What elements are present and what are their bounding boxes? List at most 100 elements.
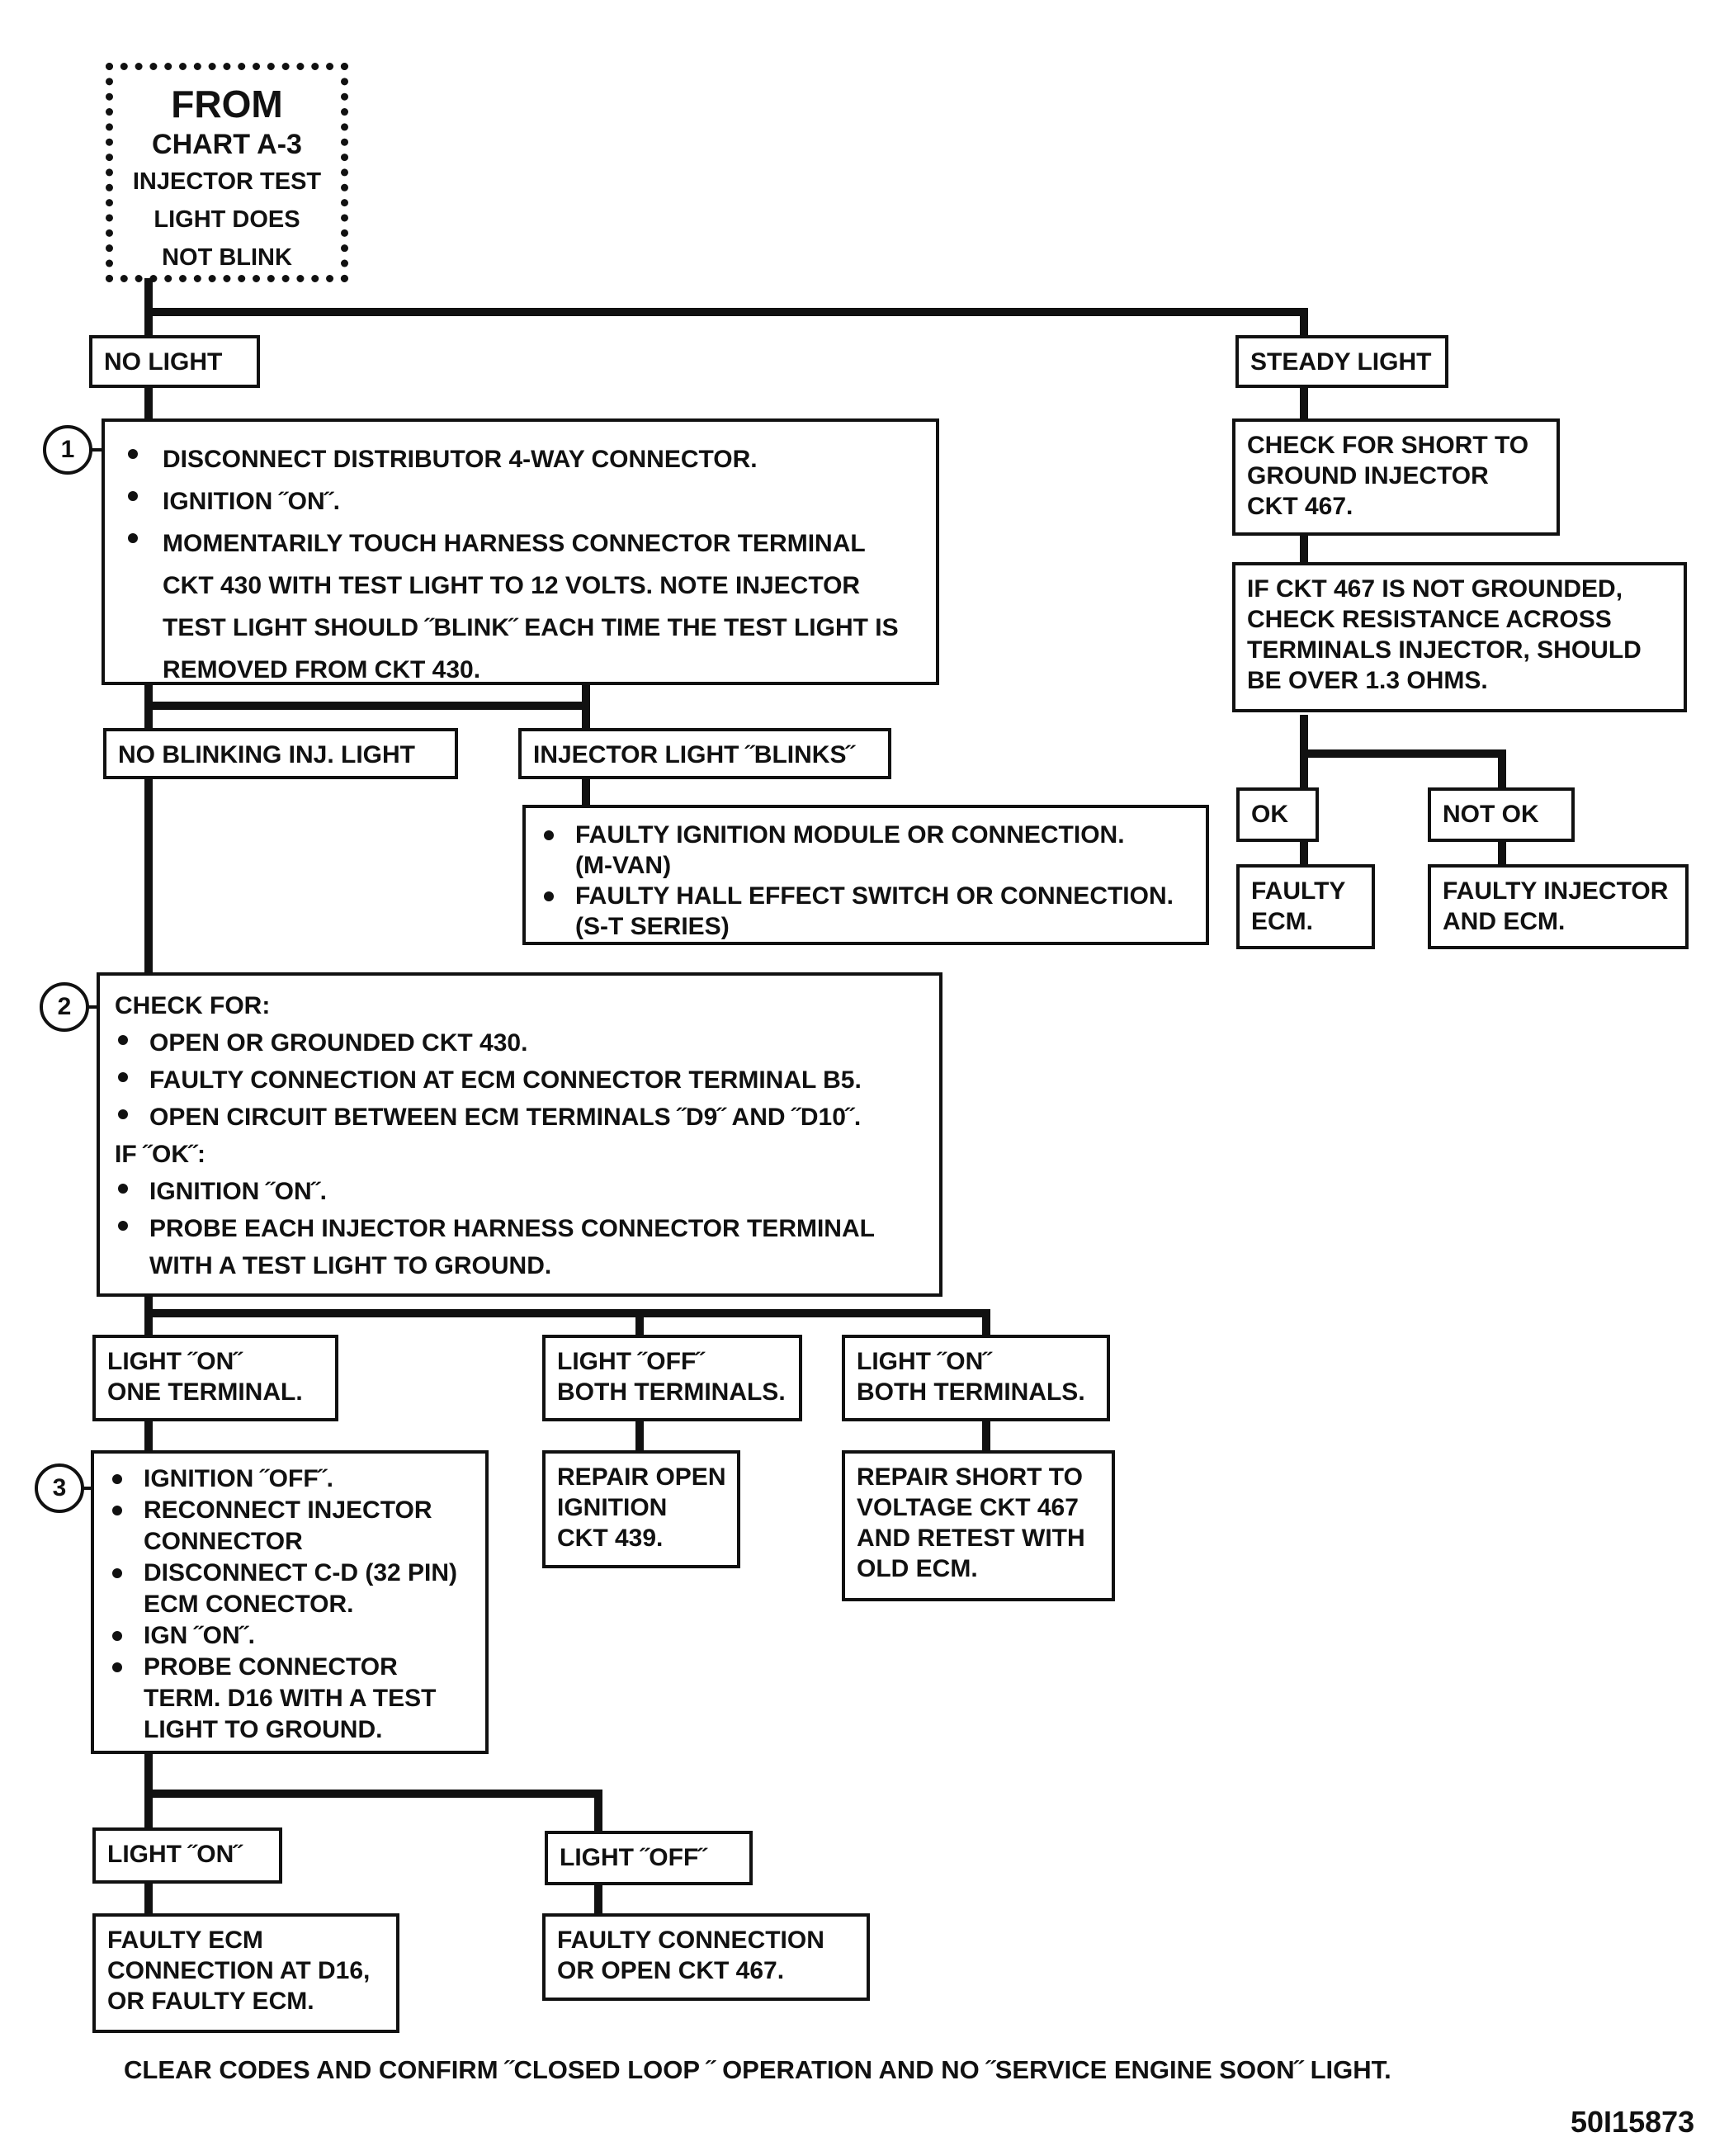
connector-ok-to-result: [1300, 842, 1308, 867]
step1-cont-1: CKT 430 WITH TEST LIGHT TO 12 VOLTS. NOT…: [163, 572, 861, 599]
not-ok-label: NOT OK: [1443, 801, 1539, 828]
check-resistance-line-1: IF CKT 467 IS NOT GROUNDED,: [1247, 575, 1623, 603]
connector-blinks-to-outcome: [582, 779, 590, 807]
light-on-both-line-1: LIGHT ˝ON˝: [857, 1348, 992, 1375]
connector-ok-split: [1300, 749, 1506, 758]
repair-open-line-3: CKT 439.: [557, 1525, 664, 1552]
check-short-line-3: CKT 467.: [1247, 493, 1353, 520]
connector-right-down: [1300, 308, 1308, 339]
step3-box: IGNITION ˝OFF˝. RECONNECT INJECTOR CONNE…: [91, 1450, 489, 1754]
step3-item-1-text: IGNITION ˝OFF˝.: [144, 1465, 333, 1492]
step1-marker: 1: [43, 425, 92, 475]
faulty-ecm-line-1: FAULTY: [1251, 877, 1346, 905]
faulty-ecm-connection-line-2: CONNECTION AT D16,: [107, 1957, 371, 1984]
connector-step1-split: [144, 702, 590, 710]
step3-marker-tail: [83, 1487, 96, 1490]
connector-onboth-down: [982, 1309, 990, 1337]
faulty-ecm-box: FAULTY ECM.: [1236, 864, 1375, 949]
repair-short-line-4: OLD ECM.: [857, 1555, 978, 1582]
step3-item-1: IGNITION ˝OFF˝.: [106, 1463, 474, 1495]
no-blinking-label: NO BLINKING INJ. LIGHT: [118, 741, 415, 768]
repair-open-line-1: REPAIR OPEN: [557, 1463, 726, 1491]
injector-blinks-label: INJECTOR LIGHT ˝BLINKS˝: [533, 741, 855, 768]
step2-marker: 2: [40, 982, 89, 1032]
step3-item-5-cont-1: TERM. D16 WITH A TEST: [144, 1685, 437, 1712]
start-line-3: INJECTOR TEST: [132, 168, 322, 195]
light-on-both-box: LIGHT ˝ON˝ BOTH TERMINALS.: [842, 1335, 1110, 1421]
connector-top-horizontal: [144, 308, 1308, 316]
blinks-outcome-1-text: FAULTY IGNITION MODULE OR CONNECTION.: [575, 821, 1125, 849]
faulty-injector-line-1: FAULTY INJECTOR: [1443, 877, 1669, 905]
connector-nolight-to-step1: [144, 386, 153, 421]
blinks-outcome-2-sub: (S-T SERIES): [575, 913, 730, 940]
repair-short-box: REPAIR SHORT TO VOLTAGE CKT 467 AND RETE…: [842, 1450, 1115, 1601]
ok-box: OK: [1236, 787, 1319, 842]
check-resistance-line-3: TERMINALS INJECTOR, SHOULD: [1247, 636, 1642, 664]
faulty-injector-line-2: AND ECM.: [1443, 908, 1566, 935]
step3-light-off-box: LIGHT ˝OFF˝: [545, 1831, 753, 1885]
faulty-ecm-line-2: ECM.: [1251, 908, 1313, 935]
light-on-one-line-1: LIGHT ˝ON˝: [107, 1348, 243, 1375]
start-box: FROM CHART A-3 INJECTOR TEST LIGHT DOES …: [106, 63, 348, 282]
step3-item-4-text: IGN ˝ON˝.: [144, 1622, 255, 1649]
blinks-outcome-item-1: FAULTY IGNITION MODULE OR CONNECTION. (M…: [537, 820, 1194, 881]
step1-bullet-3-text: MOMENTARILY TOUCH HARNESS CONNECTOR TERM…: [163, 530, 866, 557]
step2-check-2: FAULTY CONNECTION AT ECM CONNECTOR TERMI…: [111, 1061, 928, 1099]
step1-bullet-2: IGNITION ˝ON˝.: [116, 480, 924, 522]
repair-short-line-2: VOLTAGE CKT 467: [857, 1494, 1079, 1521]
step3-number: 3: [52, 1474, 67, 1501]
connector-start-down: [144, 278, 153, 336]
check-resistance-line-2: CHECK RESISTANCE ACROSS: [1247, 606, 1612, 633]
step2-marker-tail: [87, 1005, 101, 1009]
step3-item-3-text: DISCONNECT C-D (32 PIN): [144, 1559, 458, 1586]
connector-notok-to-result: [1498, 842, 1506, 867]
connector-lighton-to-result: [144, 1882, 153, 1917]
figure-id: 50I15873: [1571, 2105, 1695, 2139]
ok-label: OK: [1251, 801, 1288, 828]
light-on-one-line-2: ONE TERMINAL.: [107, 1378, 303, 1406]
faulty-connection-line-1: FAULTY CONNECTION: [557, 1927, 824, 1954]
step2-number: 2: [57, 993, 72, 1020]
step1-marker-tail: [91, 448, 104, 452]
step3-item-4: IGN ˝ON˝.: [106, 1620, 474, 1652]
footer-note: CLEAR CODES AND CONFIRM ˝CLOSED LOOP ˝ O…: [124, 2055, 1391, 2084]
connector-step3-split: [144, 1790, 602, 1798]
injector-blinks-box: INJECTOR LIGHT ˝BLINKS˝: [518, 728, 891, 779]
step3-item-5: PROBE CONNECTOR TERM. D16 WITH A TEST LI…: [106, 1652, 474, 1746]
step3-item-5-cont-2: LIGHT TO GROUND.: [144, 1716, 383, 1743]
step2-then-2-text: PROBE EACH INJECTOR HARNESS CONNECTOR TE…: [149, 1215, 875, 1242]
connector-blinks-down: [582, 683, 590, 730]
connector-steady-to-check: [1300, 386, 1308, 421]
faulty-injector-ecm-box: FAULTY INJECTOR AND ECM.: [1428, 864, 1689, 949]
step1-bullet-3: MOMENTARILY TOUCH HARNESS CONNECTOR TERM…: [116, 522, 924, 691]
step2-then-1: IGNITION ˝ON˝.: [111, 1173, 928, 1210]
blinks-outcome-1-sub: (M-VAN): [575, 852, 672, 879]
faulty-ecm-connection-box: FAULTY ECM CONNECTION AT D16, OR FAULTY …: [92, 1913, 399, 2033]
blinks-outcome-box: FAULTY IGNITION MODULE OR CONNECTION. (M…: [522, 805, 1209, 945]
light-off-both-line-2: BOTH TERMINALS.: [557, 1378, 786, 1406]
connector-offboth-down: [635, 1309, 644, 1337]
start-line-2: CHART A-3: [152, 129, 302, 160]
start-line-5: NOT BLINK: [162, 244, 292, 271]
not-ok-box: NOT OK: [1428, 787, 1575, 842]
check-resistance-box: IF CKT 467 IS NOT GROUNDED, CHECK RESIST…: [1232, 562, 1687, 712]
connector-step1-down: [144, 683, 153, 981]
step1-cont-2: TEST LIGHT SHOULD ˝BLINK˝ EACH TIME THE …: [163, 614, 899, 641]
no-blinking-box: NO BLINKING INJ. LIGHT: [103, 728, 458, 779]
light-on-both-line-2: BOTH TERMINALS.: [857, 1378, 1085, 1406]
step3-item-3: DISCONNECT C-D (32 PIN) ECM CONECTOR.: [106, 1558, 474, 1620]
step2-check-for: CHECK FOR:: [115, 992, 271, 1019]
connector-check-to-resistance: [1300, 533, 1308, 565]
faulty-ecm-connection-line-1: FAULTY ECM: [107, 1927, 263, 1954]
step2-box: CHECK FOR: OPEN OR GROUNDED CKT 430. FAU…: [97, 972, 942, 1297]
repair-short-line-1: REPAIR SHORT TO: [857, 1463, 1083, 1491]
faulty-ecm-connection-line-3: OR FAULTY ECM.: [107, 1988, 314, 2015]
no-light-label: NO LIGHT: [104, 348, 223, 376]
connector-onboth-to-repair: [982, 1420, 990, 1453]
check-short-line-2: GROUND INJECTOR: [1247, 462, 1489, 489]
step3-light-on-label: LIGHT ˝ON˝: [107, 1841, 243, 1868]
step1-cont-3: REMOVED FROM CKT 430.: [163, 656, 481, 683]
blinks-outcome-item-2: FAULTY HALL EFFECT SWITCH OR CONNECTION.…: [537, 881, 1194, 942]
step3-marker: 3: [35, 1463, 84, 1513]
check-short-line-1: CHECK FOR SHORT TO: [1247, 432, 1529, 459]
